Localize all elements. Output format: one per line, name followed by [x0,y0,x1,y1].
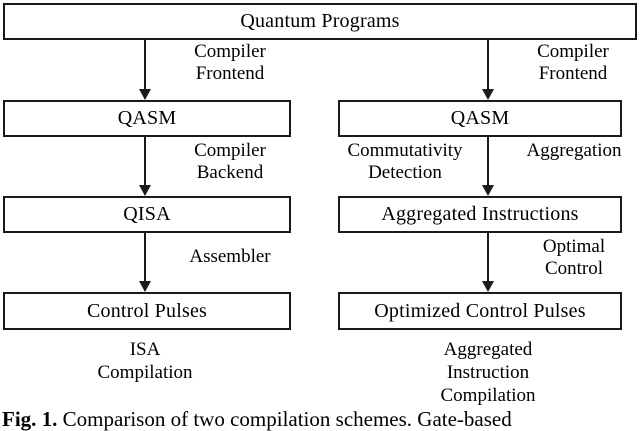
arrow-shaft [487,40,489,89]
node-label: QASM [117,107,177,129]
arrow-head [482,185,494,196]
node-qisa: QISA [3,196,291,233]
arrow-head [482,281,494,292]
node-qasm-right: QASM [338,100,622,137]
node-qasm-left: QASM [3,100,291,137]
scheme-label-isa-compilation: ISA Compilation [97,339,193,383]
arrow-head [139,281,151,292]
node-quantum-programs: Quantum Programs [3,3,637,40]
edge-label-commutativity-detection: Commutativity Detection [347,140,463,184]
arrow-shaft [487,233,489,281]
edge-label-assembler: Assembler [189,246,271,267]
arrow-shaft [144,233,146,281]
edge-label-compiler-frontend-left: Compiler Frontend [194,41,266,85]
edge-label-compiler-backend: Compiler Backend [194,140,266,184]
node-optimized-control-pulses: Optimized Control Pulses [338,292,622,330]
node-label: Control Pulses [86,299,208,322]
arrow-shaft [487,137,489,185]
arrow-shaft [144,40,146,89]
arrow-head [139,89,151,100]
node-label: Quantum Programs [240,10,400,32]
edge-label-aggregation: Aggregation [526,140,622,161]
node-label: Optimized Control Pulses [374,299,586,322]
scheme-label-aggregated-instruction-compilation: Aggregated Instruction Compilation [440,339,536,406]
node-aggregated-instructions: Aggregated Instructions [338,196,622,233]
figure-caption-text: Comparison of two compilation schemes. G… [57,407,512,431]
figure-caption: Fig. 1. Comparison of two compilation sc… [0,406,640,431]
arrow-head [139,185,151,196]
node-label: Aggregated Instructions [381,203,579,225]
node-label: QASM [450,107,510,129]
node-control-pulses: Control Pulses [3,292,291,330]
figure-caption-number: Fig. 1. [2,407,58,431]
node-label: QISA [123,203,171,225]
arrow-head [482,89,494,100]
arrow-shaft [144,137,146,185]
edge-label-optimal-control: Optimal Control [542,236,606,280]
edge-label-compiler-frontend-right: Compiler Frontend [537,41,609,85]
